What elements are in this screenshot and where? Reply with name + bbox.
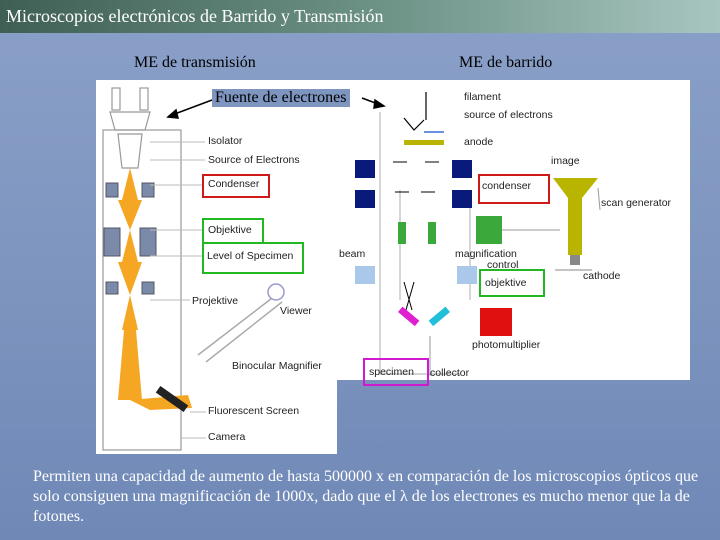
tem-label-condenser: Condenser	[208, 178, 260, 190]
sem-specimen-beam	[403, 281, 415, 311]
heading-tem: ME de transmisión	[134, 54, 256, 71]
source-label: Fuente de electrones	[212, 89, 350, 107]
tem-label-camera: Camera	[208, 431, 246, 443]
sem-column	[379, 112, 471, 375]
sem-label-cathode: cathode	[583, 270, 621, 282]
source-arrows	[166, 97, 386, 119]
sem-green-blocks	[398, 216, 502, 244]
sem-label-image: image	[551, 155, 580, 167]
sem-photomultiplier	[480, 308, 512, 336]
tem-screen-mark	[155, 385, 189, 413]
sem-label-collector: collector	[430, 367, 470, 379]
sem-label-magnification: magnification	[455, 248, 517, 260]
tem-label-binocular: Binocular Magnifier	[232, 360, 322, 372]
tem-label-viewer: Viewer	[280, 305, 312, 317]
tem-leaders	[150, 141, 206, 439]
sem-light-blocks	[355, 266, 477, 284]
sem-filament	[403, 92, 427, 131]
sem-label-specimen: specimen	[369, 366, 414, 378]
sem-condenser-highlight	[478, 174, 550, 204]
sem-anode-block	[404, 140, 444, 145]
title-bar: Microscopios electrónicos de Barrido y T…	[0, 0, 720, 33]
tem-label-isolator: Isolator	[208, 135, 243, 147]
tem-lenses	[103, 182, 157, 295]
sem-label-anode: anode	[464, 136, 494, 148]
sem-label-control: control	[487, 259, 519, 271]
tem-label-specimen: Level of Specimen	[207, 250, 294, 262]
sem-label-source: source of electrons	[464, 109, 553, 121]
tem-column	[102, 87, 182, 451]
slide-title: Microscopios electrónicos de Barrido y T…	[6, 6, 384, 26]
sem-label-filament: filament	[464, 91, 501, 103]
sem-image-screen	[553, 178, 598, 255]
tem-condenser-highlight	[202, 174, 270, 198]
sem-lens-blocks	[355, 160, 472, 208]
sem-label-condenser: condenser	[482, 180, 532, 192]
heading-sem: ME de barrido	[459, 54, 553, 71]
sem-label-beam: beam	[339, 248, 366, 260]
tem-label-screen: Fluorescent Screen	[208, 405, 300, 417]
body-text: Permiten una capacidad de aumento de has…	[33, 468, 699, 525]
sem-label-objective: objektive	[485, 277, 527, 289]
sem-collector-holder	[428, 306, 450, 327]
tem-label-projective: Projektive	[192, 295, 239, 307]
sem-specimen-holder	[398, 306, 420, 327]
tem-label-source: Source of Electrons	[208, 154, 300, 166]
viewer-lens	[267, 283, 285, 301]
tem-viewer	[197, 294, 283, 363]
tem-beam	[118, 168, 192, 410]
sem-label-photomultiplier: photomultiplier	[472, 339, 541, 351]
tem-label-objective: Objektive	[208, 224, 252, 236]
sem-objective-highlight	[479, 269, 545, 297]
sem-cathode	[570, 255, 580, 265]
sem-label-scan-generator: scan generator	[601, 197, 672, 209]
tem-specimen-highlight	[202, 242, 304, 274]
sem-specimen-highlight	[363, 358, 429, 386]
